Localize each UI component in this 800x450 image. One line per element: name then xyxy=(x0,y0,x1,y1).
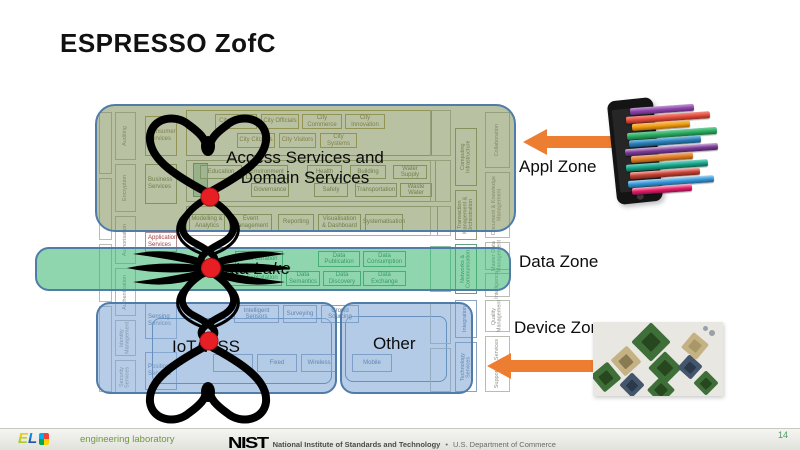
el-letter-e: E xyxy=(18,430,29,447)
nist-separator: • xyxy=(445,440,448,449)
footer-bar xyxy=(0,428,800,450)
pcb-chip xyxy=(709,330,715,336)
nist-logo: NIST xyxy=(228,434,269,450)
page-number: 14 xyxy=(777,430,788,440)
pcb-chip xyxy=(693,370,719,396)
slide-title: ESPRESSO ZofC xyxy=(60,28,276,58)
access-line2: Domain Services xyxy=(240,168,370,187)
diagram-vbar: Quality Management xyxy=(485,300,510,332)
vbar-label: Quality Management xyxy=(491,299,503,333)
appl-zone-label: Appl Zone xyxy=(519,157,597,176)
nist-agency-name: National Institute of Standards and Tech… xyxy=(272,440,441,449)
engineering-laboratory-text: engineering laboratory xyxy=(80,434,175,445)
pcb-chip xyxy=(680,331,710,361)
data-lake-title: Data Lake xyxy=(213,259,291,278)
other-title: Other xyxy=(373,334,416,353)
device-zone-label: Device Zone xyxy=(514,318,610,337)
nist-identity: NIST National Institute of Standards and… xyxy=(228,430,556,450)
pcb-chip xyxy=(703,326,708,331)
device-zone-right-overlay xyxy=(340,302,473,394)
iot-title: IoT/WSS xyxy=(172,337,241,356)
appl-zone-arrow-shaft xyxy=(546,136,618,148)
pcb-chip xyxy=(619,372,645,396)
access-services-title: Access Services and Domain Services xyxy=(200,148,410,188)
sensor-boards-image xyxy=(593,322,723,396)
appl-zone-arrow-icon xyxy=(523,129,547,155)
el-letter-l: L xyxy=(28,430,38,447)
data-zone-label: Data Zone xyxy=(519,252,599,271)
nist-department: U.S. Department of Commerce xyxy=(453,440,556,449)
access-line1: Access Services and xyxy=(226,148,384,167)
el-logo-square-icon xyxy=(39,432,50,445)
device-zone-arrow-icon xyxy=(487,353,511,379)
device-zone-arrow-shaft xyxy=(510,360,604,372)
